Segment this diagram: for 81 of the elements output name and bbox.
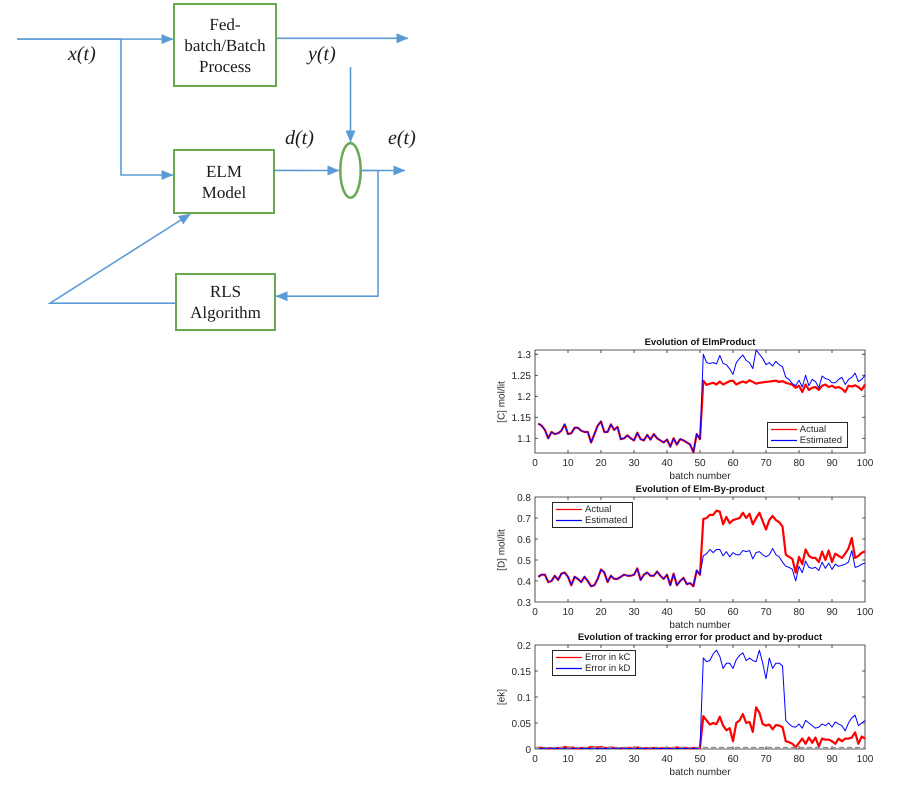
legend-label: Estimated [585, 515, 628, 526]
tick-label: 0 [525, 745, 531, 756]
box-label: RLS Algorithm [189, 281, 262, 323]
tick-label: 80 [793, 754, 805, 765]
tick-label: 60 [727, 754, 739, 765]
tick-label: 1.25 [512, 371, 531, 382]
tick-label: 0.05 [512, 719, 531, 730]
tick-label: 70 [760, 607, 772, 618]
tick-label: 10 [562, 754, 574, 765]
tick-label: 80 [793, 458, 805, 469]
edge-label: y(t) [308, 43, 336, 65]
tick-label: 60 [727, 458, 739, 469]
tick-label: 0.3 [517, 598, 531, 609]
tick-label: 0 [532, 754, 538, 765]
axis-title: batch number [669, 767, 731, 778]
box-label: Fed-batch/Batch Process [183, 14, 267, 76]
chart-title: Evolution of tracking error for product and by-product [578, 632, 822, 643]
tick-label: 60 [727, 607, 739, 618]
legend-label: Error in kC [585, 652, 630, 663]
arrow [17, 38, 174, 180]
tick-label: 100 [856, 458, 874, 469]
tick-label: 80 [793, 607, 805, 618]
tick-label: 0.6 [517, 535, 531, 546]
tick-label: 50 [694, 754, 706, 765]
tick-label: 70 [760, 754, 772, 765]
tick-label: 0 [532, 458, 538, 469]
legend-label: Estimated [800, 435, 842, 446]
tick-label: 20 [595, 607, 607, 618]
tick-label: 50 [694, 458, 706, 469]
legend-label: Actual [800, 424, 826, 435]
edge-label: e(t) [388, 127, 416, 149]
tick-label: 1.1 [517, 434, 531, 446]
tick-label: 70 [760, 458, 772, 469]
tick-label: 0.1 [517, 693, 531, 704]
tick-label: 0 [532, 607, 538, 618]
tick-label: 1.15 [512, 413, 531, 424]
arrow [275, 166, 340, 176]
chart-title: Evolution of Elm-By-product [636, 484, 764, 495]
tick-label: 20 [595, 458, 607, 469]
tick-label: 40 [661, 607, 673, 618]
tick-label: 0.15 [512, 667, 531, 678]
edge-label: x(t) [68, 43, 96, 65]
tick-label: 100 [856, 607, 874, 618]
tick-label: 0.5 [517, 556, 531, 567]
legend-label: Error in kD [585, 663, 630, 674]
box-label: ELM Model [200, 160, 248, 202]
axis-title: [ek] [496, 688, 508, 706]
chart-title: Evolution of ElmProduct [644, 337, 756, 348]
tick-label: 100 [856, 754, 874, 765]
tick-label: 20 [595, 754, 607, 765]
tick-label: 40 [661, 458, 673, 469]
tick-label: 0.7 [517, 514, 531, 525]
process-box [173, 3, 277, 87]
axis-title: [D] mol/lit [496, 528, 508, 570]
axis-title: batch number [669, 471, 731, 482]
algorithm-box [175, 273, 276, 331]
tick-label: 30 [628, 754, 640, 765]
tick-label: 90 [826, 754, 838, 765]
tick-label: 0.8 [517, 493, 531, 504]
axis-title: [C] mol/lit [496, 380, 508, 422]
arrow [47, 213, 191, 304]
tick-label: 30 [628, 458, 640, 469]
tick-label: 10 [562, 607, 574, 618]
tick-label: 0.4 [517, 577, 531, 588]
tick-label: 1.3 [517, 350, 531, 362]
tick-label: 90 [826, 458, 838, 469]
arrow [277, 33, 408, 44]
edge-label: d(t) [285, 127, 314, 149]
tick-label: 0.2 [517, 641, 531, 652]
legend-label: Actual [585, 504, 612, 515]
tick-label: 90 [826, 607, 838, 618]
model-box [173, 149, 275, 214]
tick-label: 50 [694, 607, 706, 618]
arrow [276, 170, 379, 302]
tick-label: 1.2 [517, 392, 531, 404]
axis-title: batch number [669, 620, 731, 631]
tick-label: 40 [661, 754, 673, 765]
arrow [346, 67, 356, 142]
tick-label: 30 [628, 607, 640, 618]
tick-label: 10 [562, 458, 574, 469]
junction-ellipse [339, 142, 362, 199]
